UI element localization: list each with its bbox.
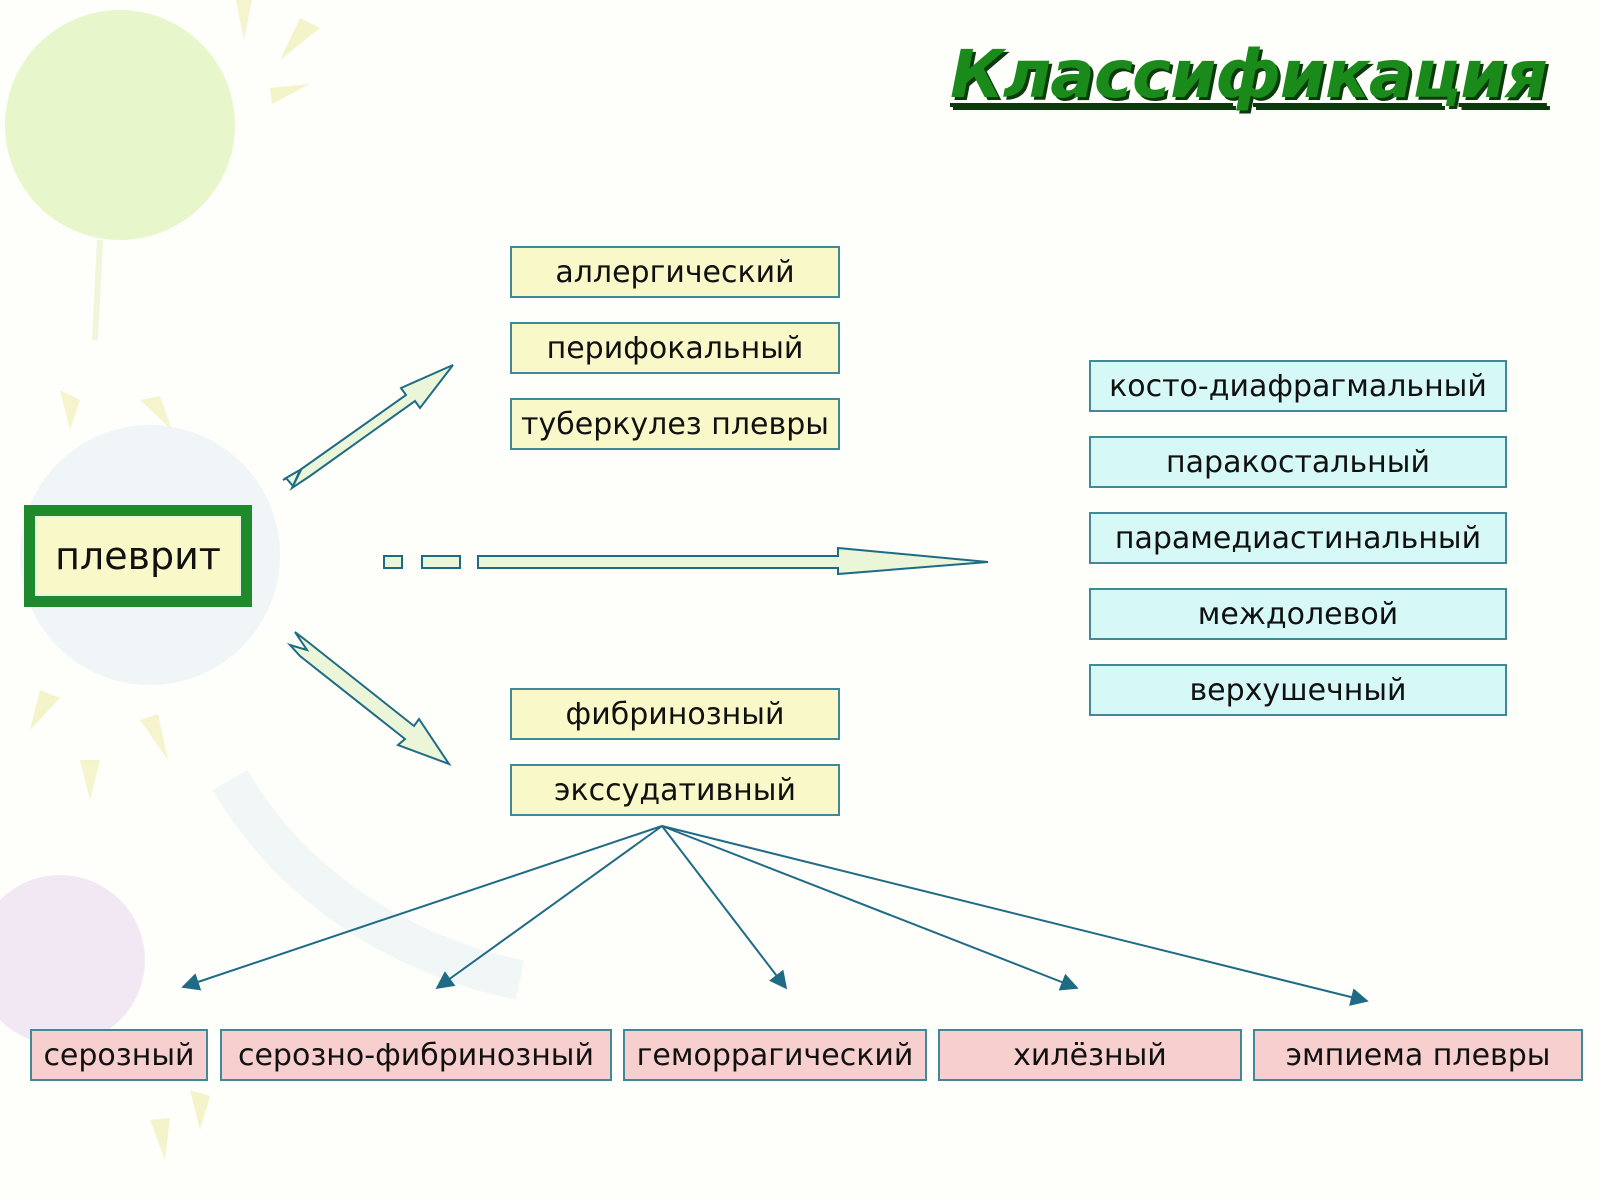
node-paramediastinal: парамедиастинальный [1089,512,1507,564]
node-serous: серозный [30,1029,208,1081]
node-apical: верхушечный [1089,664,1507,716]
arrow-down-right [286,631,452,767]
node-perifocal: перифокальный [510,322,840,374]
node-tuberculosis: туберкулез плевры [510,398,840,450]
root-node-label: плеврит [35,516,241,596]
node-costodiaphragmatic: косто-диафрагмальный [1089,360,1507,412]
root-node: плеврит [24,505,252,607]
node-fibrinous: фибринозный [510,688,840,740]
node-paracostal: паракостальный [1089,436,1507,488]
arrow-up-right [282,364,454,491]
connector-empyema [661,825,1369,1006]
connector-serous [181,825,663,991]
node-hemorrhagic: геморрагический [623,1029,927,1081]
node-empyema: эмпиема плевры [1253,1029,1583,1081]
connector-sero-fibrinous [435,825,663,990]
arrow-right [383,546,989,576]
node-exudative: экссудативный [510,764,840,816]
page-title: Классификация [950,36,1548,113]
node-allergic: аллергический [510,246,840,298]
node-interlobar: междолевой [1089,588,1507,640]
node-chylous: хилёзный [938,1029,1242,1081]
connector-hemorrhagic [661,825,788,990]
node-sero-fibrinous: серозно-фибринозный [220,1029,612,1081]
connector-chylous [661,825,1079,991]
